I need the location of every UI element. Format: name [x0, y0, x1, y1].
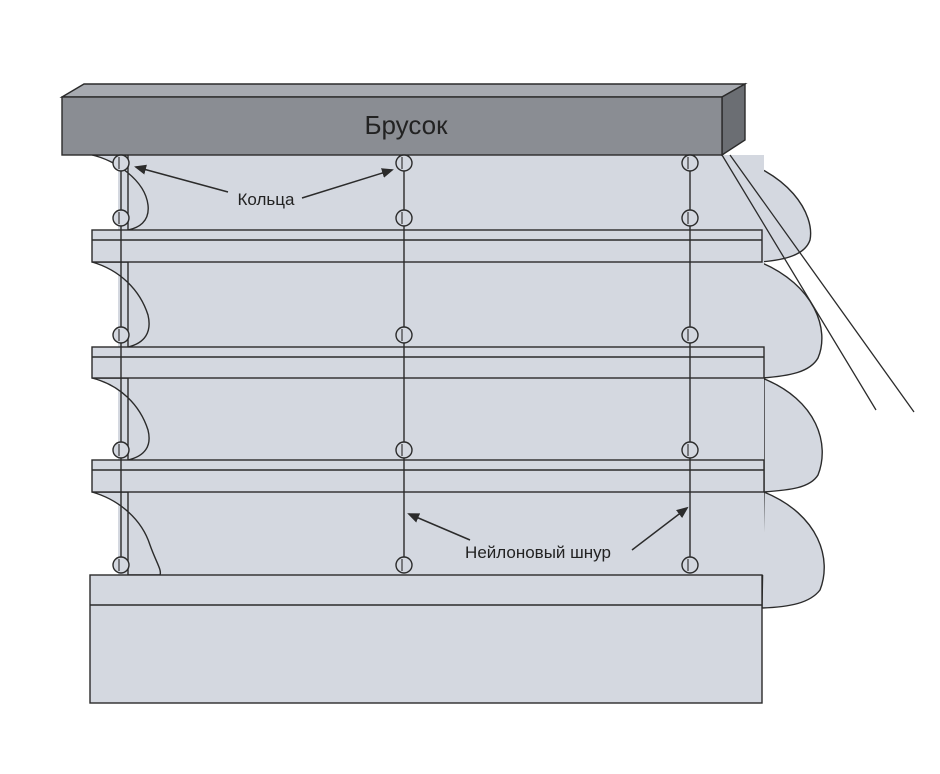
- rings-label: Кольца: [238, 190, 295, 209]
- slats: [91, 229, 765, 493]
- nylon-cords: [120, 163, 691, 565]
- ring: [681, 441, 699, 459]
- ring: [112, 441, 130, 459]
- ring-column-right: [681, 154, 699, 574]
- cord-arrow-left: [407, 513, 471, 541]
- rings: [112, 154, 699, 574]
- rings-arrow-left: [134, 164, 229, 193]
- left-fold-3: [91, 377, 150, 461]
- cord-arrow-right: [631, 506, 689, 551]
- slat-1: [91, 229, 763, 263]
- ring: [112, 209, 130, 227]
- slat-2: [91, 346, 765, 379]
- cord-callout: [407, 506, 689, 551]
- control-cords: [721, 154, 915, 413]
- cord-label: Нейлоновый шнур: [465, 543, 611, 562]
- ring-slots: [118, 157, 689, 571]
- bottom-panel: [89, 574, 763, 704]
- rail-side-face: [721, 82, 746, 157]
- rail-label: Брусок: [364, 110, 448, 140]
- ring-column-left: [112, 154, 130, 574]
- ring: [395, 154, 413, 172]
- right-fold-3: [761, 377, 823, 493]
- left-fold-2: [91, 261, 150, 348]
- ring: [681, 154, 699, 172]
- right-fold-4: [761, 490, 825, 609]
- rail-front-face: [61, 96, 723, 156]
- rings-arrow-right: [301, 168, 394, 199]
- ring: [112, 154, 130, 172]
- ring: [395, 556, 413, 574]
- right-fold-2: [759, 261, 823, 379]
- ring: [395, 209, 413, 227]
- rail-top-face: [59, 83, 748, 98]
- rings-callout: [134, 164, 394, 199]
- slat-3: [91, 459, 765, 493]
- ring: [395, 326, 413, 344]
- ring: [681, 556, 699, 574]
- ring: [395, 441, 413, 459]
- ring: [681, 209, 699, 227]
- top-rail: [59, 82, 748, 157]
- ring: [681, 326, 699, 344]
- ring: [112, 556, 130, 574]
- ring: [112, 326, 130, 344]
- ring-column-middle: [395, 154, 413, 574]
